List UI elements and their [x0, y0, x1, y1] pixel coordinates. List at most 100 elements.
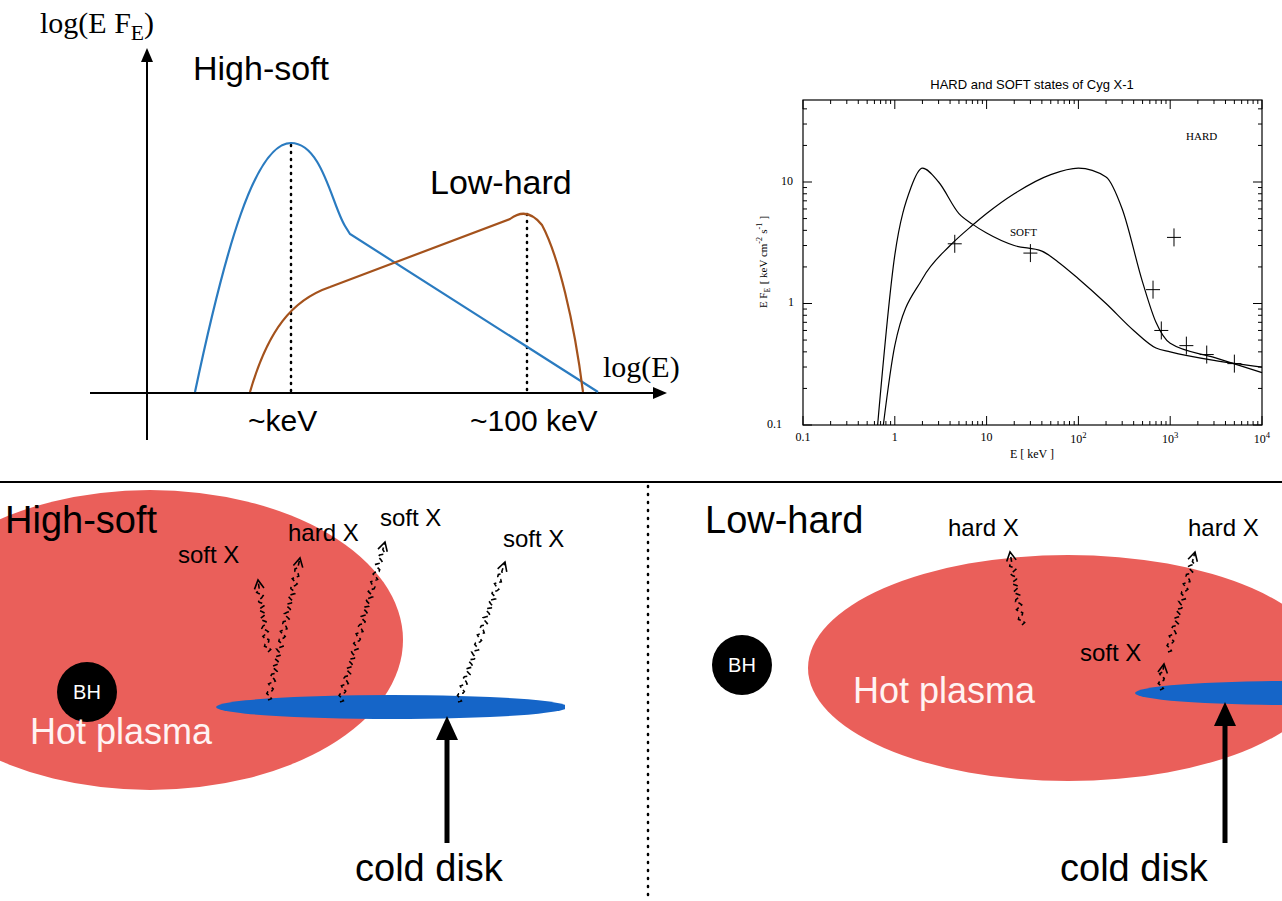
- pointer-arrow: [436, 716, 458, 740]
- label-group: ~keV: [248, 404, 317, 437]
- text-label: HARD: [1186, 130, 1217, 142]
- tick-mark: [1041, 421, 1042, 425]
- tick-mark: [1078, 416, 1079, 425]
- tick-mark: [1149, 100, 1150, 104]
- photon-arrow: [257, 580, 271, 652]
- photon-arrowhead: [1158, 664, 1167, 673]
- label-group: 102: [1070, 431, 1086, 446]
- tick-mark: [1258, 124, 1262, 125]
- label-group: 104: [1254, 431, 1270, 446]
- label-group: cold disk: [355, 848, 503, 890]
- tick-mark: [1247, 100, 1248, 104]
- tick-mark: [1258, 193, 1262, 194]
- y-axis: [146, 58, 148, 440]
- tick-mark: [1074, 100, 1075, 104]
- photon-arrowhead: [254, 580, 263, 589]
- label-group: 1: [892, 431, 898, 444]
- pointer-arrow: [1223, 724, 1228, 843]
- tick-mark: [803, 245, 807, 246]
- tick-mark: [966, 100, 967, 104]
- label-group: hard X: [1188, 515, 1259, 541]
- label-group: cold disk: [1060, 848, 1208, 890]
- tick-mark: [1247, 421, 1248, 425]
- photon-arrows: [254, 542, 1197, 702]
- spectrum-curve: [878, 168, 1262, 425]
- tick-mark: [803, 108, 807, 109]
- tick-mark: [803, 230, 807, 231]
- text-label: 4: [1266, 430, 1270, 440]
- label-group: log(E): [603, 350, 680, 383]
- text-label: ~keV: [248, 404, 317, 437]
- tick-mark: [1258, 245, 1262, 246]
- tick-mark: [1258, 145, 1262, 146]
- tick-mark: [1225, 100, 1226, 104]
- tick-mark: [1122, 421, 1123, 425]
- tick-mark: [803, 218, 807, 219]
- text-label: 2: [1082, 430, 1086, 440]
- axis-arrowhead: [141, 48, 153, 62]
- tick-mark: [1030, 421, 1031, 425]
- label-group: HARD: [1186, 130, 1217, 142]
- text-label: cold disk: [1060, 847, 1208, 889]
- hot-plasma-outline: [808, 555, 1282, 781]
- tick-mark: [1258, 340, 1262, 341]
- text-label: 0.1: [767, 417, 782, 431]
- error-bar: [1206, 346, 1207, 364]
- text-label: 10: [1254, 432, 1266, 446]
- tick-mark: [1170, 416, 1171, 425]
- tick-mark: [803, 145, 807, 146]
- error-bar: [1161, 321, 1162, 339]
- tick-mark: [1050, 100, 1051, 104]
- peak-marker: [290, 145, 293, 392]
- node-label: Hot plasma: [30, 712, 212, 752]
- tick-mark: [1155, 421, 1156, 425]
- text-label: hard X: [948, 514, 1019, 541]
- tick-mark: [972, 100, 973, 104]
- tick-mark: [1133, 100, 1134, 104]
- hot-plasma-shape: [808, 555, 1282, 781]
- tick-mark: [803, 330, 807, 331]
- label-group: soft X: [380, 505, 441, 531]
- tick-mark: [1253, 421, 1254, 425]
- tick-mark: [1078, 100, 1079, 109]
- tick-mark: [1253, 303, 1262, 304]
- text-label: E [ keV ]: [1010, 447, 1054, 461]
- tick-mark: [846, 421, 847, 425]
- tick-mark: [1258, 315, 1262, 316]
- tick-mark: [803, 367, 807, 368]
- chart-curves: [878, 168, 1262, 425]
- tick-mark: [950, 100, 951, 104]
- tick-mark: [1041, 100, 1042, 104]
- tick-mark: [938, 100, 939, 104]
- tick-mark: [1197, 421, 1198, 425]
- tick-mark: [1253, 182, 1262, 183]
- tick-mark: [1106, 100, 1107, 104]
- x-axis: [90, 392, 656, 394]
- tick-mark: [1253, 100, 1254, 104]
- tick-mark: [950, 421, 951, 425]
- tick-mark: [1257, 421, 1258, 425]
- tick-mark: [1074, 421, 1075, 425]
- text-label: ): [144, 6, 154, 39]
- text-label: HARD and SOFT states of Cyg X-1: [930, 77, 1134, 92]
- text-label: ~100 keV: [470, 404, 598, 437]
- label-group: soft X: [178, 542, 239, 568]
- text-label: soft X: [503, 525, 564, 552]
- tick-mark: [966, 421, 967, 425]
- photon-arrow: [457, 562, 505, 702]
- tick-mark: [986, 100, 987, 109]
- tick-mark: [1258, 208, 1262, 209]
- hot-plasma: Hot plasma: [808, 555, 1282, 781]
- separator: [0, 481, 1282, 483]
- label-group: Low-hard: [430, 164, 572, 201]
- tick-mark: [1258, 322, 1262, 323]
- axis-arrowhead: [653, 387, 667, 399]
- black-hole: BH: [712, 635, 772, 695]
- error-bar: [954, 235, 955, 253]
- tick-mark: [922, 421, 923, 425]
- tick-mark: [1142, 421, 1143, 425]
- tick-mark: [803, 124, 807, 125]
- text-label: Low-hard: [430, 163, 572, 201]
- pointer-arrow: [1214, 702, 1236, 726]
